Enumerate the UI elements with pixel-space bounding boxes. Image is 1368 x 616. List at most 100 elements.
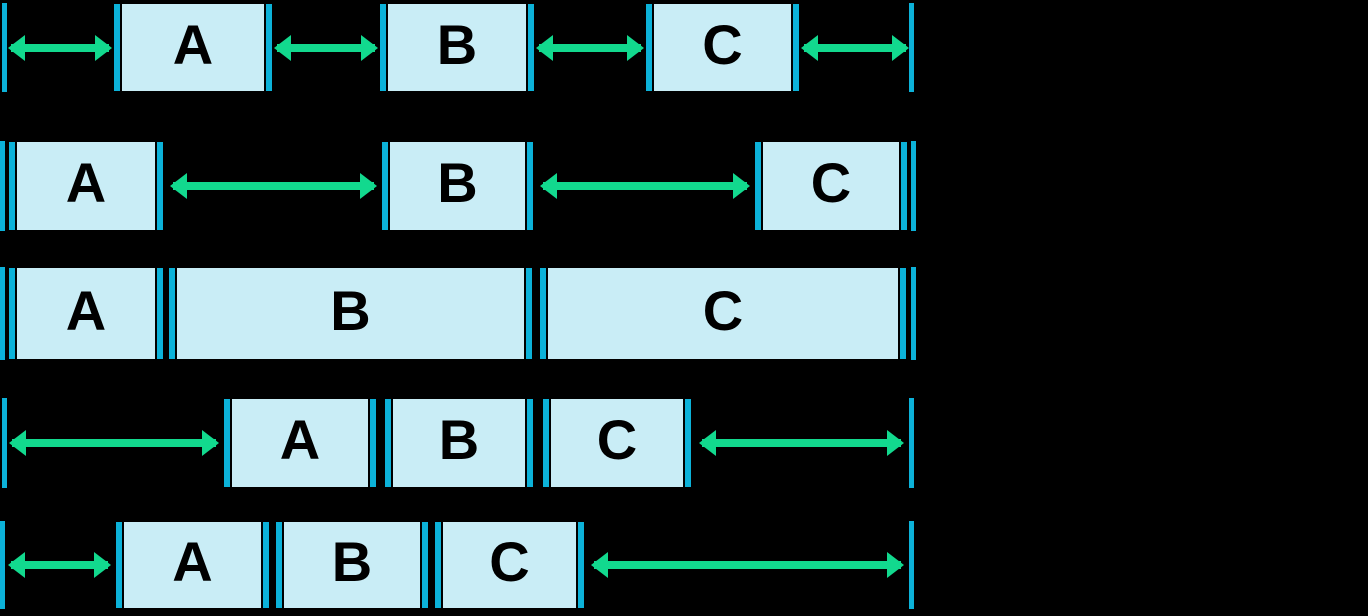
item-box-c: C xyxy=(538,266,908,361)
box-edge-strip xyxy=(169,268,175,359)
item-box-b: B xyxy=(383,397,535,489)
arrow-head-left-icon xyxy=(540,173,557,199)
arrow-head-left-icon xyxy=(170,173,187,199)
box-body: B xyxy=(282,522,422,608)
box-edge-strip xyxy=(276,522,282,608)
box-edge-strip xyxy=(224,399,230,487)
box-body: B xyxy=(388,142,527,230)
box-edge-strip xyxy=(901,142,907,230)
box-edge-strip xyxy=(385,399,391,487)
box-edge-strip xyxy=(9,142,15,230)
box-body: C xyxy=(441,522,578,608)
box-label: A xyxy=(172,530,213,593)
arrow-head-right-icon xyxy=(892,34,909,61)
box-edge-strip xyxy=(266,4,272,91)
box-label: C xyxy=(489,530,530,593)
arrow-shaft xyxy=(12,439,216,447)
item-box-c: C xyxy=(644,2,801,93)
free-space-arrow xyxy=(540,140,750,232)
container-edge-line xyxy=(911,141,916,231)
box-edge-strip xyxy=(755,142,761,230)
arrow-head-left-icon xyxy=(8,552,25,578)
free-space-arrow xyxy=(591,520,904,610)
free-space-arrow xyxy=(9,397,219,489)
arrow-shaft xyxy=(173,182,374,190)
box-label: A xyxy=(172,12,214,76)
box-body: B xyxy=(386,4,528,91)
box-edge-strip xyxy=(685,399,691,487)
container-edge-line xyxy=(0,267,5,360)
free-space-arrow xyxy=(8,2,112,93)
arrow-shaft xyxy=(702,439,901,447)
arrow-shaft xyxy=(11,43,109,52)
box-edge-strip xyxy=(528,4,534,91)
container-edge-line xyxy=(2,398,7,488)
free-space-arrow xyxy=(170,140,377,232)
item-box-b: B xyxy=(380,140,535,232)
box-label: A xyxy=(65,151,107,214)
box-label: C xyxy=(596,408,638,471)
item-box-c: C xyxy=(541,397,693,489)
arrow-shaft xyxy=(539,43,641,52)
box-body: B xyxy=(175,268,526,359)
container-edge-line xyxy=(909,521,914,609)
free-space-arrow xyxy=(536,2,644,93)
arrow-head-right-icon xyxy=(94,552,111,578)
box-edge-strip xyxy=(793,4,799,91)
arrow-head-right-icon xyxy=(361,34,378,61)
item-box-c: C xyxy=(433,520,586,610)
arrow-head-right-icon xyxy=(627,34,644,61)
box-body: C xyxy=(761,142,901,230)
item-box-a: A xyxy=(112,2,274,93)
arrow-head-left-icon xyxy=(699,430,716,456)
item-box-b: B xyxy=(167,266,534,361)
container-edge-line xyxy=(0,141,5,231)
item-box-b: B xyxy=(378,2,536,93)
arrow-head-left-icon xyxy=(801,34,818,61)
box-body: A xyxy=(230,399,370,487)
container-edge-line xyxy=(0,521,5,609)
box-label: B xyxy=(437,151,478,214)
free-space-arrow xyxy=(801,2,909,93)
box-edge-strip xyxy=(422,522,428,608)
container-edge-line xyxy=(909,398,914,488)
item-box-a: A xyxy=(222,397,378,489)
free-space-arrow xyxy=(274,2,378,93)
arrow-shaft xyxy=(11,561,108,569)
box-edge-strip xyxy=(578,522,584,608)
box-edge-strip xyxy=(526,268,532,359)
arrow-head-right-icon xyxy=(202,430,219,456)
container-edge-line xyxy=(2,3,7,92)
box-edge-strip xyxy=(435,522,441,608)
box-edge-strip xyxy=(116,522,122,608)
container-edge-line xyxy=(911,267,916,360)
arrow-shaft xyxy=(804,43,906,52)
item-box-c: C xyxy=(753,140,909,232)
box-edge-strip xyxy=(263,522,269,608)
alignment-row-4: A B C xyxy=(0,397,916,489)
alignment-row-2: A B C xyxy=(0,140,916,232)
box-edge-strip xyxy=(527,399,533,487)
box-edge-strip xyxy=(380,4,386,91)
arrow-head-left-icon xyxy=(536,34,553,61)
container-edge-line xyxy=(909,3,914,92)
box-label: A xyxy=(279,408,321,471)
free-space-arrow xyxy=(8,520,111,610)
arrow-head-left-icon xyxy=(274,34,291,61)
arrow-head-right-icon xyxy=(887,430,904,456)
arrow-head-right-icon xyxy=(733,173,750,199)
arrow-head-left-icon xyxy=(9,430,26,456)
arrow-head-right-icon xyxy=(360,173,377,199)
box-edge-strip xyxy=(543,399,549,487)
box-edge-strip xyxy=(370,399,376,487)
box-label: B xyxy=(436,12,478,76)
box-body: C xyxy=(549,399,685,487)
free-space-arrow xyxy=(699,397,904,489)
arrow-shaft xyxy=(543,182,747,190)
alignment-row-1: A B C xyxy=(0,2,916,93)
item-box-a: A xyxy=(7,140,165,232)
box-label: C xyxy=(702,12,743,76)
box-body: B xyxy=(391,399,527,487)
box-body: A xyxy=(120,4,266,91)
